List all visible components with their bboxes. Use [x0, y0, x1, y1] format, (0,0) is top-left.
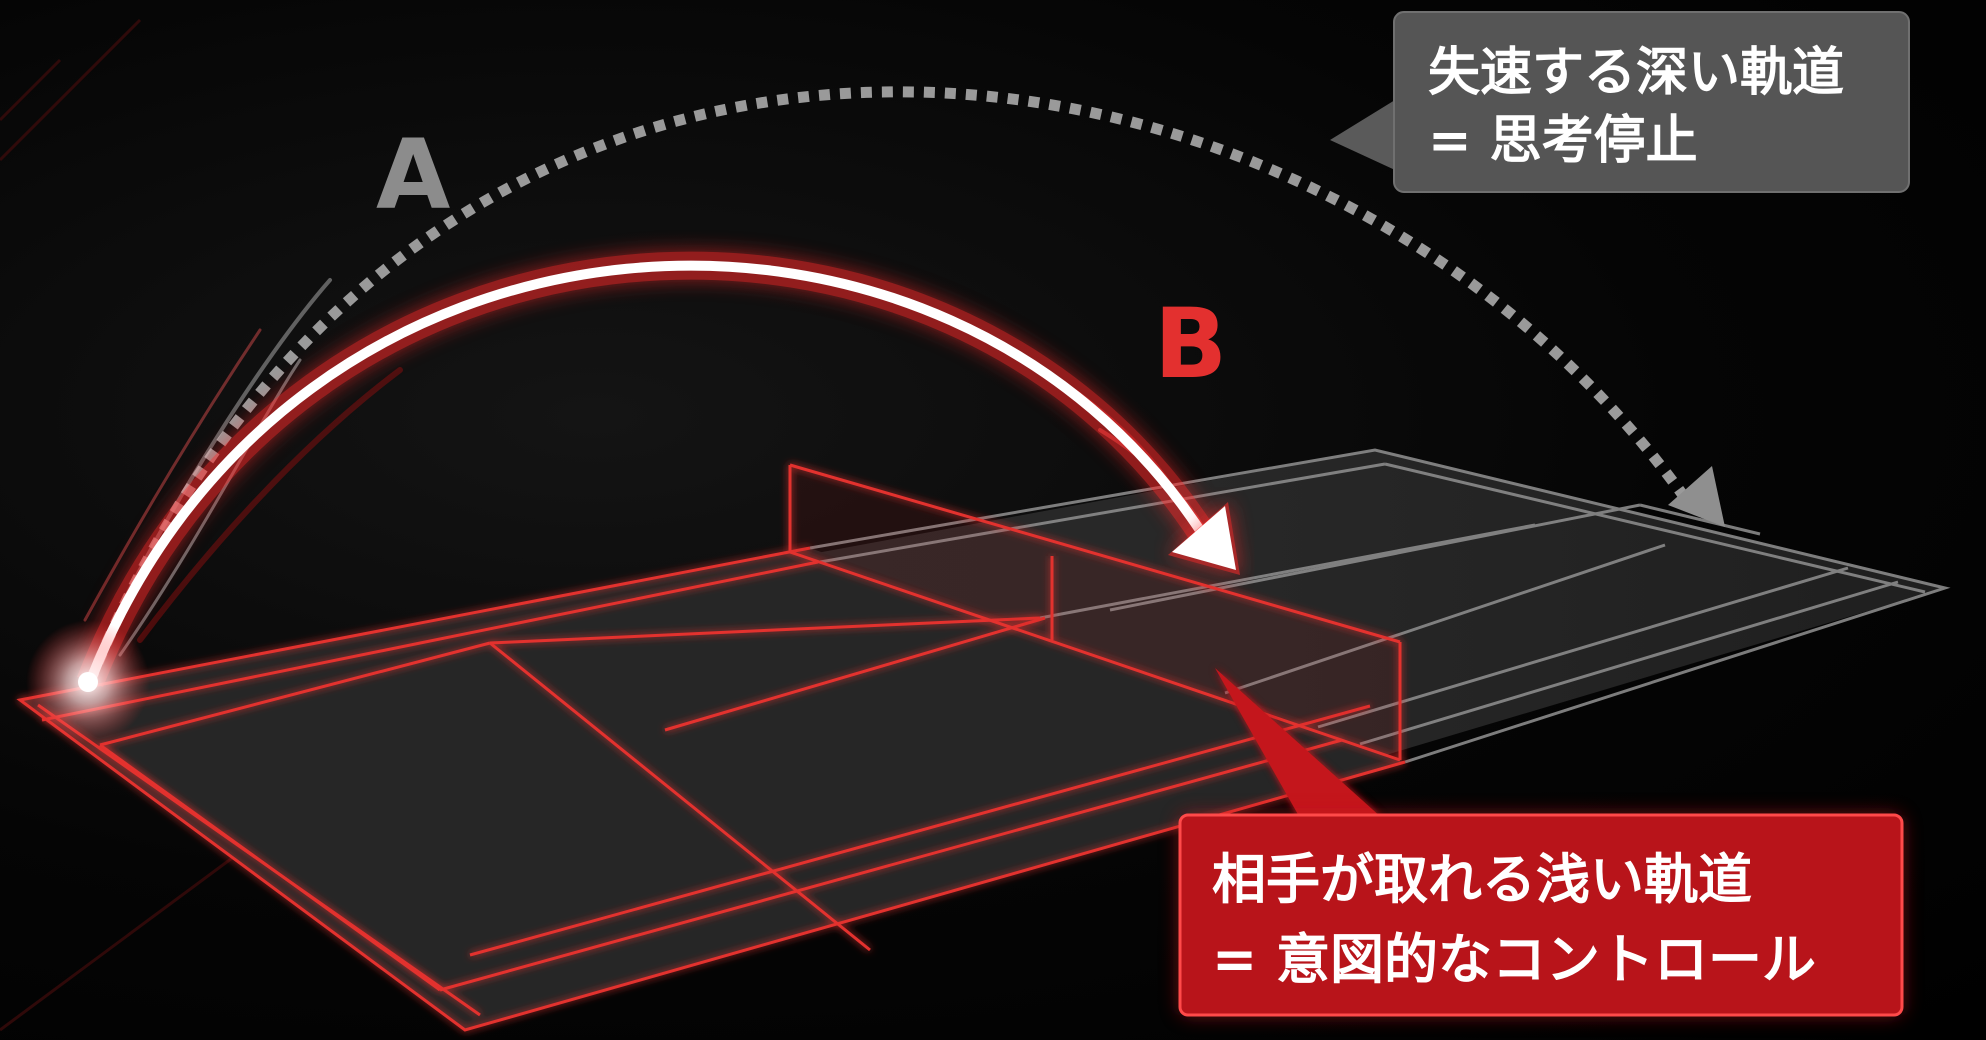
far-court-lines	[809, 448, 1951, 764]
trajectory-a-arrowhead	[1668, 466, 1725, 527]
callout-shallow-line1: 相手が取れる浅い軌道	[1212, 848, 1752, 911]
callout-deep-trajectory: 失速する深い軌道 = 思考停止	[1330, 11, 1910, 193]
callout-shallow-box	[1178, 813, 1904, 1017]
launch-point	[78, 672, 98, 692]
callout-shallow-line2: = 意図的なコントロール	[1212, 928, 1816, 991]
trajectory-a-arc	[84, 86, 1695, 685]
trajectory-b-arrowhead	[1172, 506, 1236, 570]
callout-deep-line2: = 思考停止	[1428, 111, 1698, 171]
trajectory-b-arc	[85, 260, 1210, 684]
trajectory-a	[84, 86, 1725, 685]
near-half-surface	[20, 548, 1405, 1030]
net-mesh	[790, 465, 1400, 760]
near-court-lines	[16, 546, 1406, 1032]
trajectory-b	[76, 251, 1240, 688]
callout-shallow-trajectory: 相手が取れる浅い軌道 = 意図的なコントロール	[1178, 668, 1904, 1017]
callout-deep-box	[1393, 11, 1910, 193]
badminton-court	[16, 448, 1951, 1032]
callout-deep-pointer	[1330, 100, 1395, 170]
trajectory-b-label: B	[1154, 288, 1227, 400]
background-streaks	[0, 18, 271, 1032]
callout-deep-line1: 失速する深い軌道	[1428, 43, 1844, 103]
trajectory-a-label: A	[376, 119, 450, 231]
callout-shallow-pointer	[1215, 668, 1382, 818]
net	[788, 463, 1402, 762]
